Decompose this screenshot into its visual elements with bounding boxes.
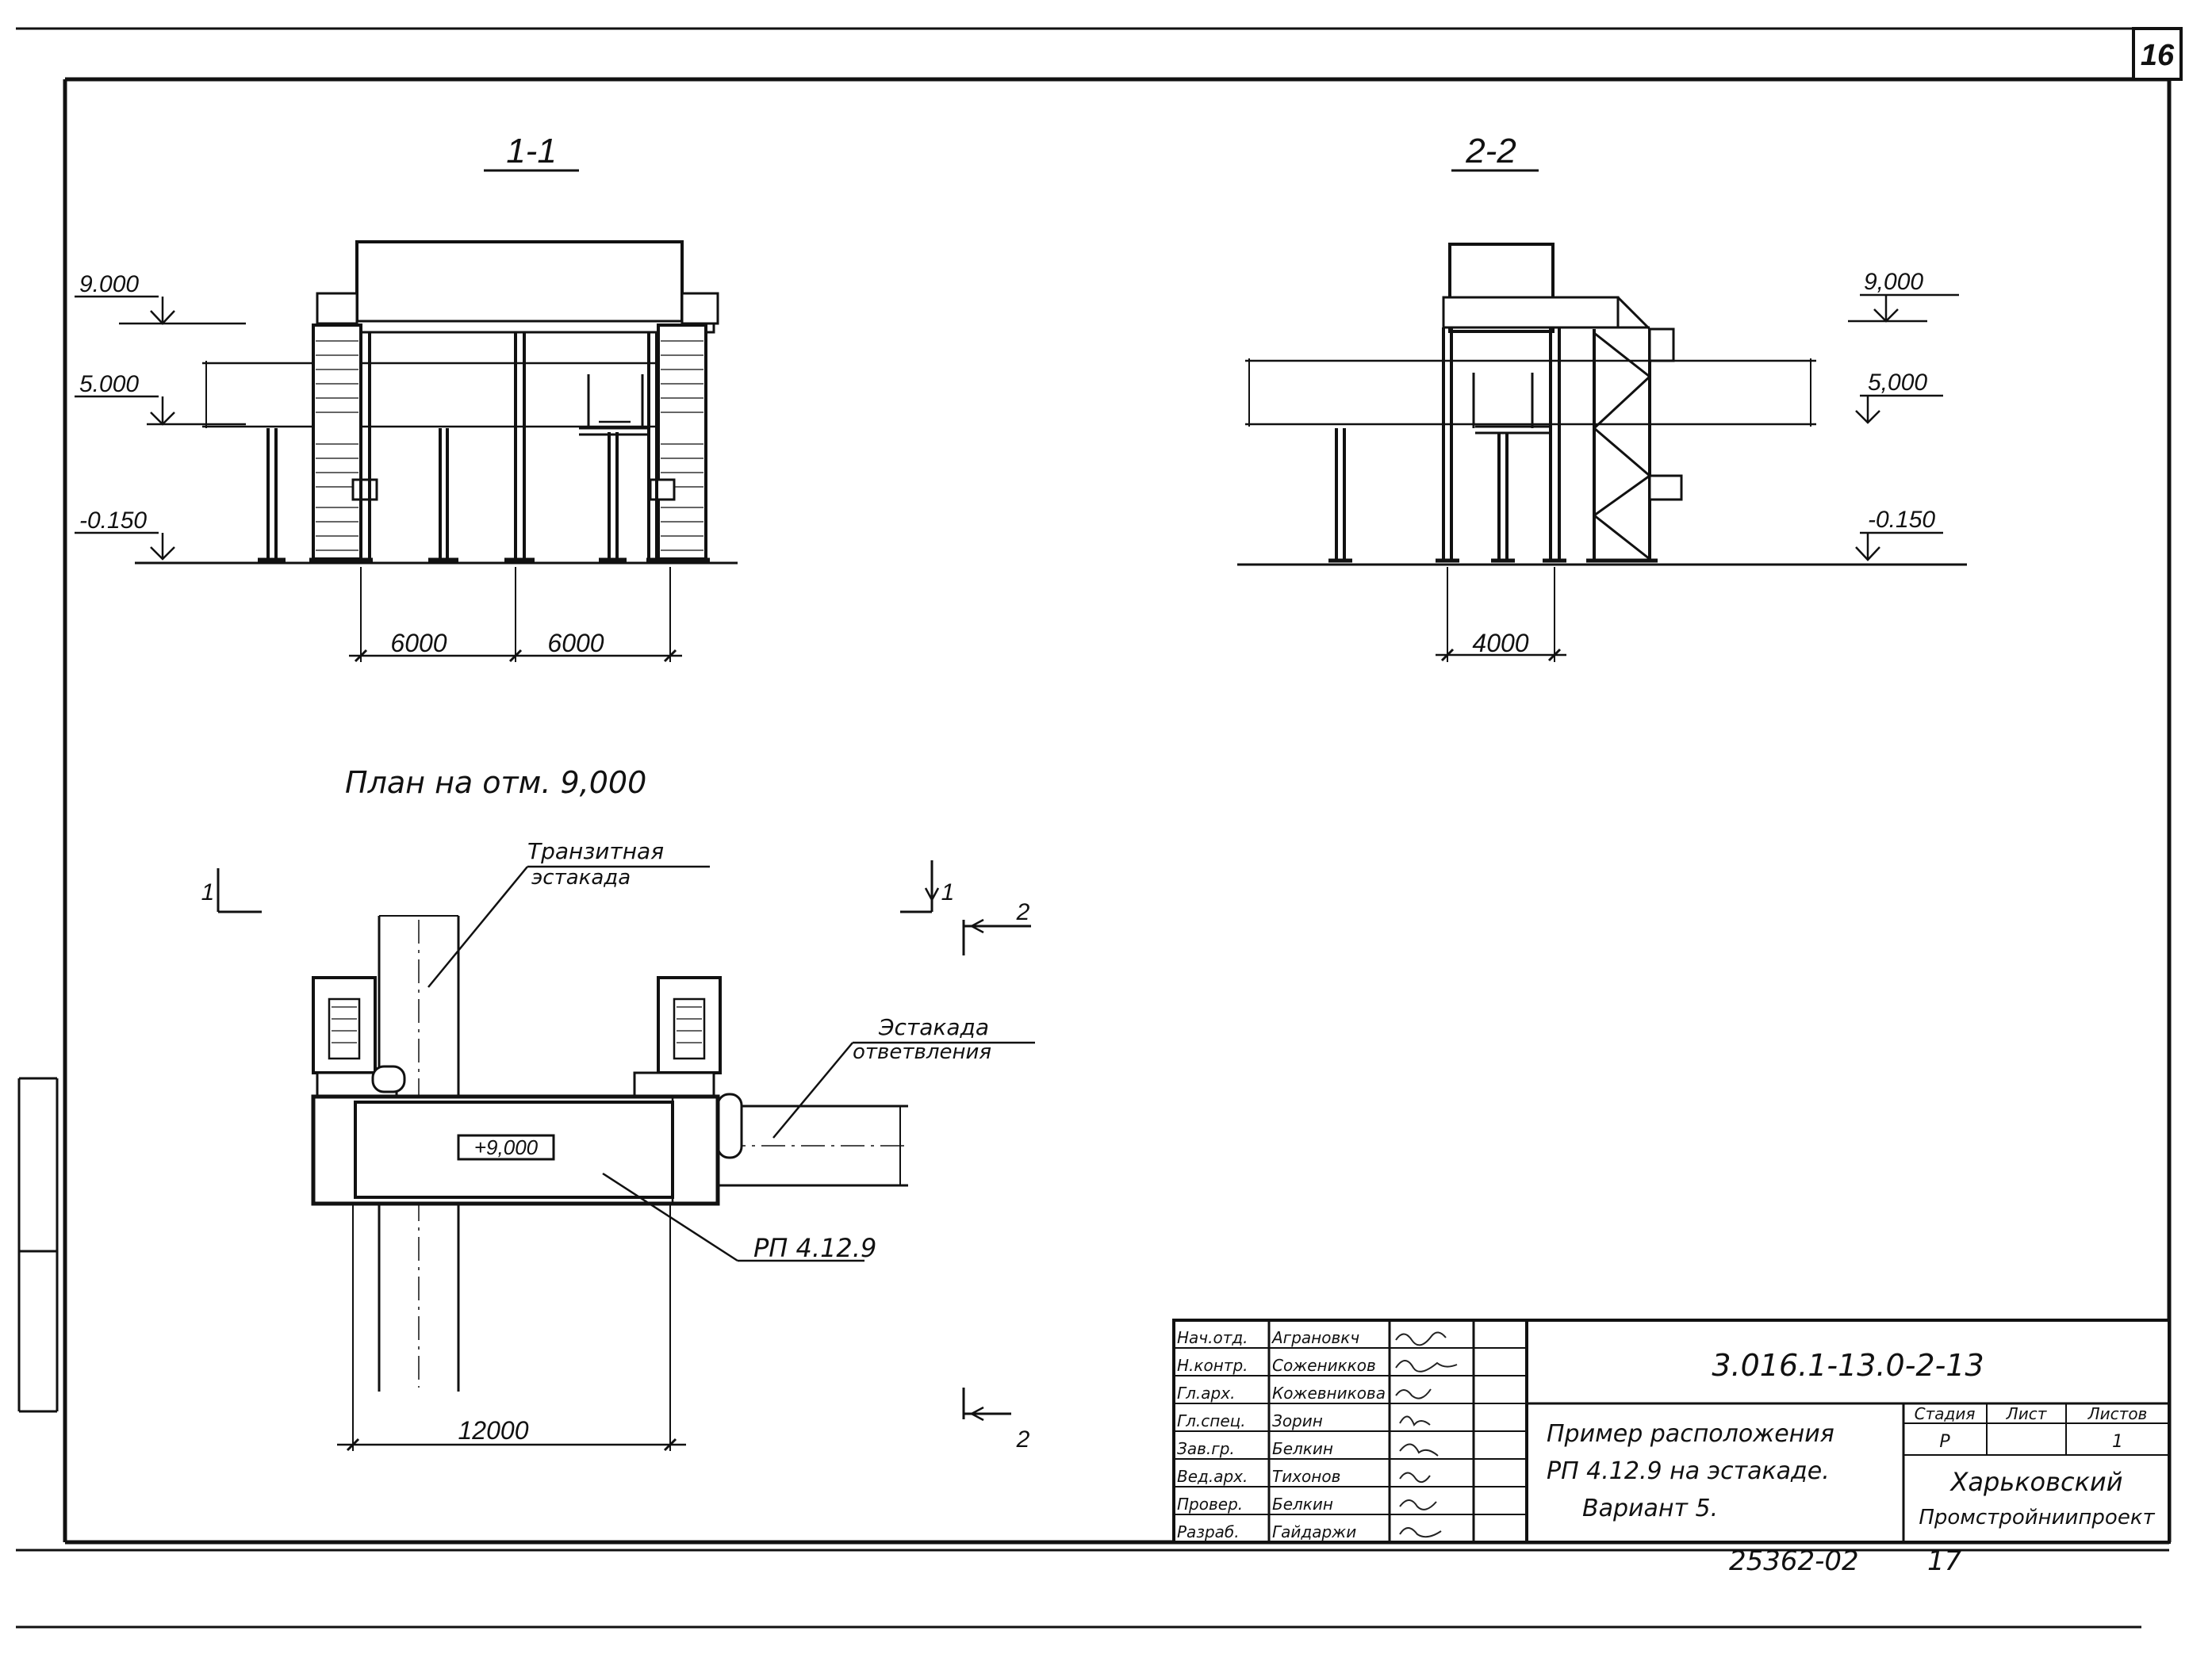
svg-text:5.000: 5.000 <box>79 371 139 397</box>
svg-text:Соженикков: Соженикков <box>1272 1356 1376 1375</box>
svg-text:25362-02: 25362-02 <box>1729 1545 1859 1577</box>
svg-text:9.000: 9.000 <box>79 271 139 297</box>
plan-title: План на отм. 9,000 <box>345 765 646 800</box>
level-mark-minus-0150-right: -0.150 <box>1855 507 1943 561</box>
svg-text:Кожевникова: Кожевникова <box>1272 1384 1386 1403</box>
svg-text:Н.контр.: Н.контр. <box>1177 1356 1248 1375</box>
transit-label-1: Транзитная <box>527 838 664 864</box>
svg-text:2: 2 <box>1016 1426 1030 1453</box>
svg-text:1: 1 <box>941 879 955 905</box>
svg-text:Стадия: Стадия <box>1915 1404 1976 1423</box>
transit-label-2: эстакада <box>531 866 631 890</box>
branch-label-1: Эстакада <box>878 1014 989 1040</box>
svg-text:Тихонов: Тихонов <box>1272 1467 1340 1486</box>
cut-marker-2-bottom: 2 <box>962 1388 1030 1453</box>
svg-text:4000: 4000 <box>1472 629 1528 657</box>
svg-text:Нач.отд.: Нач.отд. <box>1177 1328 1248 1347</box>
svg-text:2: 2 <box>1016 899 1030 925</box>
cut-marker-1-left: 1 <box>201 868 262 913</box>
svg-text:1: 1 <box>2112 1432 2123 1452</box>
svg-text:Гл.арх.: Гл.арх. <box>1177 1384 1235 1403</box>
svg-text:6000: 6000 <box>547 629 604 657</box>
svg-text:12000: 12000 <box>458 1416 529 1445</box>
title-block: Нач.отд. Аграновкч Н.контр. Соженикков Г… <box>1172 1319 2171 1544</box>
cut-marker-1-right: 1 <box>900 860 955 913</box>
level-mark-5000-right: 5,000 <box>1855 369 1943 424</box>
section-2-2: 2-2 9,000 5,000 -0.150 <box>1237 132 1967 662</box>
svg-text:Листов: Листов <box>2087 1404 2148 1423</box>
signature-scribbles <box>1395 1331 1458 1538</box>
plan-view: План на отм. 9,000 <box>201 765 1035 1453</box>
dimension-plan: 12000 <box>337 1205 686 1452</box>
svg-text:Зорин: Зорин <box>1272 1411 1323 1430</box>
page-number-box: 16 <box>2132 27 2183 81</box>
level-mark-9000-right: 9,000 <box>1848 269 1959 323</box>
svg-text:6000: 6000 <box>390 629 447 657</box>
svg-text:-0.150: -0.150 <box>1868 507 1935 533</box>
signature-rows: Нач.отд. Аграновкч Н.контр. Соженикков Г… <box>1177 1328 1386 1541</box>
svg-text:-0.150: -0.150 <box>79 507 147 534</box>
svg-text:Гл.спец.: Гл.спец. <box>1177 1411 1246 1430</box>
page-number: 16 <box>2141 39 2175 72</box>
svg-text:Провер.: Провер. <box>1177 1495 1243 1514</box>
cut-marker-2-top: 2 <box>962 899 1031 955</box>
description-line-1: Пример расположения <box>1547 1420 1834 1448</box>
svg-text:Р: Р <box>1939 1432 1950 1452</box>
branch-label-2: ответвления <box>853 1040 991 1064</box>
svg-text:Белкин: Белкин <box>1272 1439 1333 1458</box>
dimension-1-1: 6000 6000 <box>349 567 682 663</box>
svg-text:1: 1 <box>201 879 215 905</box>
svg-text:Лист: Лист <box>2006 1404 2048 1423</box>
svg-text:Белкин: Белкин <box>1272 1495 1333 1514</box>
svg-text:17: 17 <box>1927 1545 1962 1577</box>
platform-mark: +9,000 <box>474 1135 539 1159</box>
svg-text:9,000: 9,000 <box>1864 269 1923 295</box>
svg-text:Разраб.: Разраб. <box>1177 1522 1240 1541</box>
section-2-2-title: 2-2 <box>1465 132 1516 170</box>
level-mark-5000: 5.000 <box>75 371 246 426</box>
svg-text:Вед.арх.: Вед.арх. <box>1177 1467 1248 1486</box>
description-line-2: РП 4.12.9 на эстакаде. <box>1547 1457 1830 1485</box>
sheet-frame <box>16 27 2172 1629</box>
section-1-1-title: 1-1 <box>506 132 557 170</box>
svg-text:Гайдаржи: Гайдаржи <box>1272 1522 1356 1541</box>
equipment-label: РП 4.12.9 <box>753 1233 876 1263</box>
svg-text:Зав.гр.: Зав.гр. <box>1177 1439 1235 1458</box>
org-line-2: Промстройниипроект <box>1919 1506 2155 1530</box>
section-1-1: 1-1 9.000 5.000 -0.150 <box>75 132 738 663</box>
description-line-3: Вариант 5. <box>1582 1495 1718 1522</box>
org-line-1: Харьковский <box>1949 1467 2123 1497</box>
archive-number: 25362-02 17 <box>1729 1545 1962 1577</box>
document-code: 3.016.1-13.0-2-13 <box>1712 1348 1984 1383</box>
level-mark-9000: 9.000 <box>75 271 246 325</box>
dimension-2-2: 4000 <box>1436 567 1566 662</box>
level-mark-minus-0150: -0.150 <box>75 507 175 561</box>
svg-text:Аграновкч: Аграновкч <box>1271 1328 1359 1347</box>
svg-text:5,000: 5,000 <box>1868 369 1927 396</box>
